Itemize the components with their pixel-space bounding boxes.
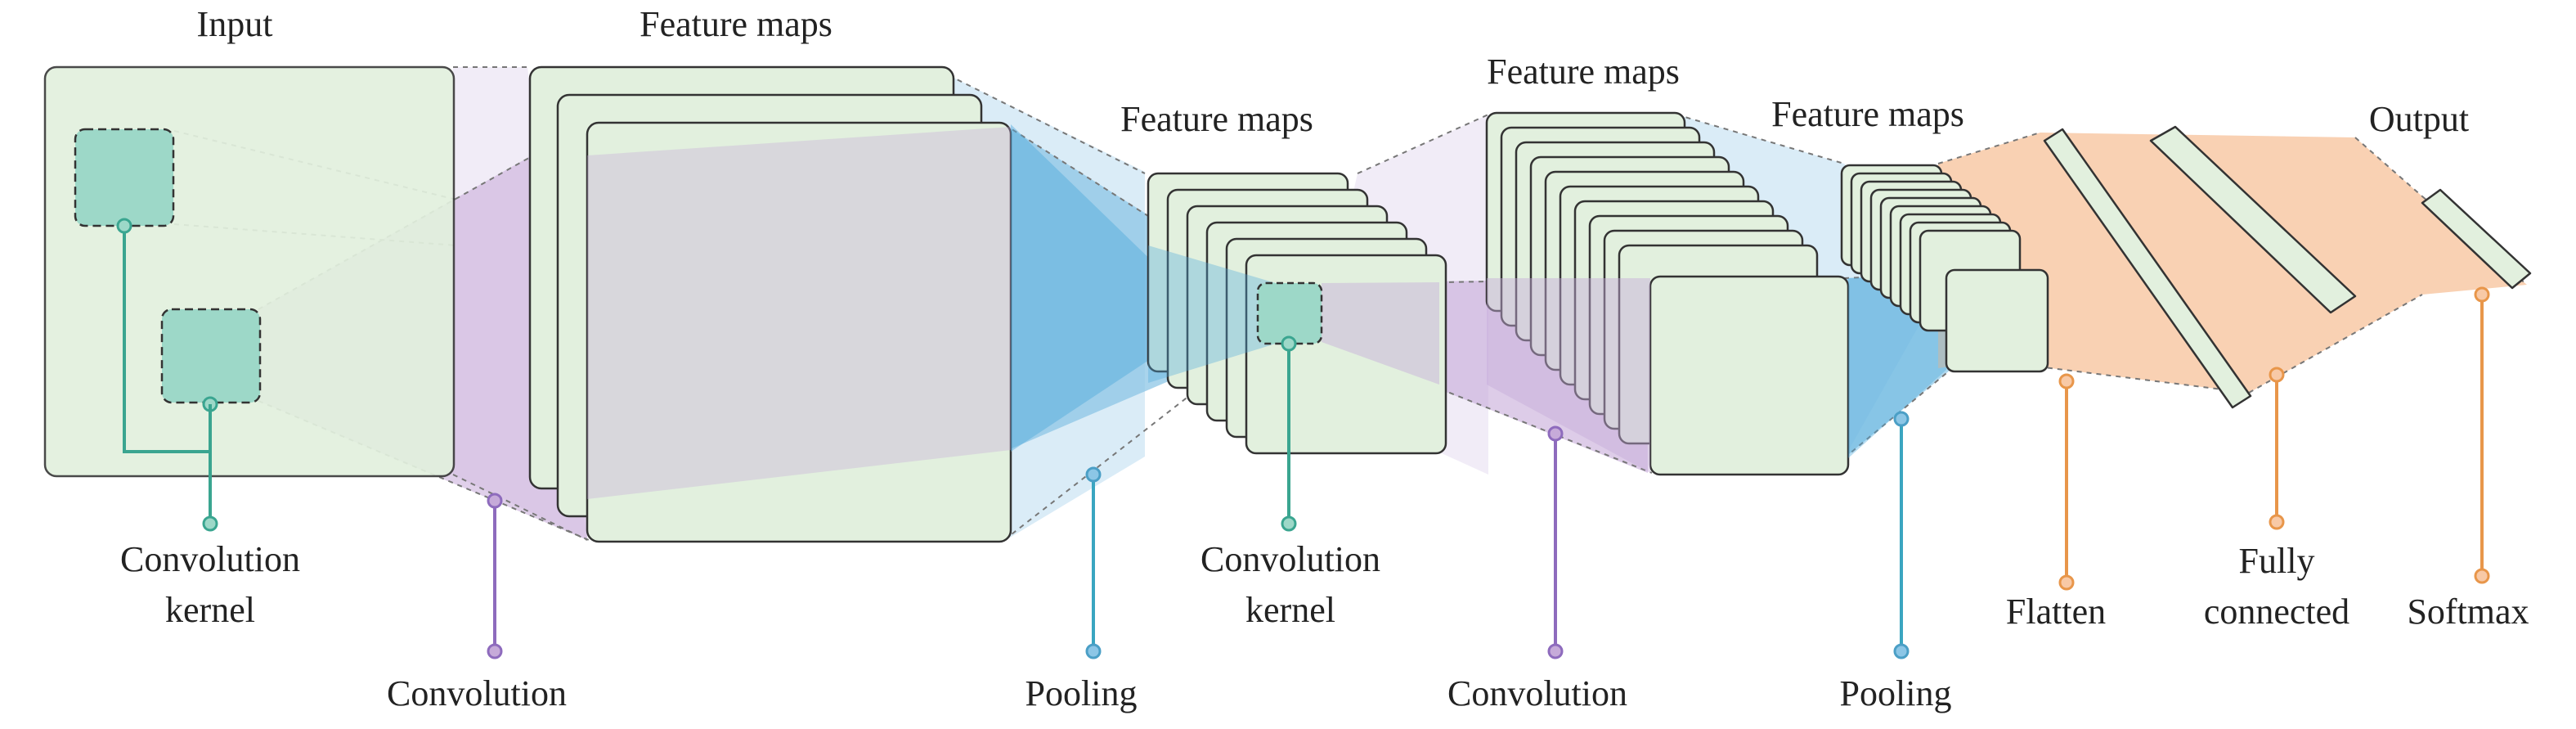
fully-connected-layer xyxy=(2149,125,2357,314)
title-feature-maps-2: Feature maps xyxy=(1120,99,1313,139)
kernel-window-2 xyxy=(160,308,262,404)
operation-labels: Convolution kernel Convolution Pooling C… xyxy=(120,539,2529,713)
pooling-2-top-pin xyxy=(1893,411,1910,427)
pooling-2-pin xyxy=(1893,643,1910,659)
label-convolution-1: Convolution xyxy=(387,673,567,713)
title-feature-maps-1: Feature maps xyxy=(640,4,832,44)
title-input: Input xyxy=(197,4,273,44)
convolution-1-top-pin xyxy=(487,493,503,509)
feature-maps-1-overlay xyxy=(587,124,1161,499)
fully-connected-top-pin xyxy=(2269,367,2285,383)
convolution-2-top-pin xyxy=(1547,425,1564,442)
section-titles: Input Feature maps Feature maps Feature … xyxy=(197,4,2470,139)
label-fully-connected-line1: Fully xyxy=(2239,541,2315,581)
leader-lines xyxy=(202,286,2490,659)
kernel-window-1 xyxy=(74,128,175,227)
kernel-1-pin xyxy=(202,515,218,532)
input-kernels xyxy=(74,128,262,453)
kernel-window-3 xyxy=(1256,281,1323,345)
label-pooling-1: Pooling xyxy=(1025,673,1138,713)
label-pooling-2: Pooling xyxy=(1840,673,1952,713)
pooling-1-top-pin xyxy=(1085,466,1102,483)
feature-maps-3 xyxy=(1485,111,1850,476)
convolution-2-pin xyxy=(1547,643,1564,659)
pooled-maps-2 xyxy=(1840,164,2049,373)
flatten-layer xyxy=(2043,128,2252,409)
label-softmax: Softmax xyxy=(2407,592,2529,632)
output-layer xyxy=(2421,188,2532,290)
label-convolution-kernel-1-line2: kernel xyxy=(165,590,255,630)
fully-connected-pin xyxy=(2269,514,2285,530)
title-feature-maps-4: Feature maps xyxy=(1771,94,1964,134)
pooled-maps-1-overlay xyxy=(1148,245,1439,385)
label-convolution-kernel-2-line2: kernel xyxy=(1245,590,1335,630)
flatten-pin xyxy=(2058,574,2075,591)
softmax-pin xyxy=(2474,568,2490,584)
pooling-1-pin xyxy=(1085,643,1102,659)
convolution-1-pin xyxy=(487,643,503,659)
title-feature-maps-3: Feature maps xyxy=(1487,52,1680,92)
label-fully-connected-line2: connected xyxy=(2204,592,2349,632)
label-convolution-kernel-2-line1: Convolution xyxy=(1200,539,1380,579)
label-convolution-kernel-1-line1: Convolution xyxy=(120,539,300,579)
label-convolution-2: Convolution xyxy=(1447,673,1627,713)
flatten-top-pin xyxy=(2058,373,2075,389)
title-output: Output xyxy=(2369,99,2469,139)
label-flatten: Flatten xyxy=(2006,592,2106,632)
softmax-top-pin xyxy=(2474,286,2490,303)
feature-maps-1 xyxy=(528,65,1012,543)
